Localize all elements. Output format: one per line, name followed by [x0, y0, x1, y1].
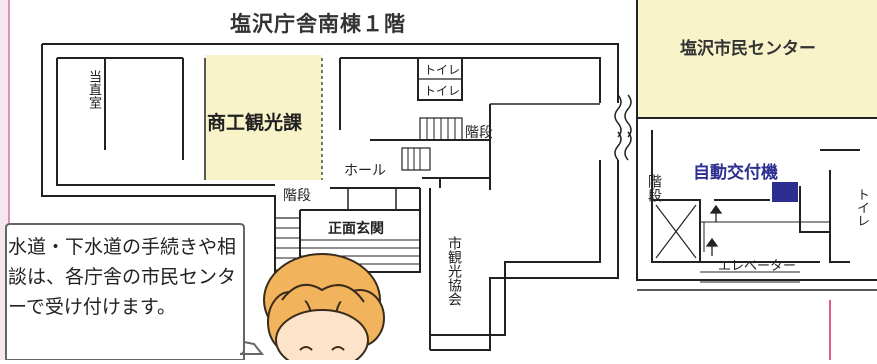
main-entrance-label: 正面玄関: [328, 221, 384, 237]
hall-label: ホール: [344, 163, 386, 179]
elevator-label: エレベーター: [718, 259, 797, 274]
floor-title: 塩沢庁舎南棟１階: [230, 12, 406, 36]
speech-bubble-shape: [5, 223, 265, 361]
elevator-arrows: [705, 204, 723, 256]
left-band: [0, 0, 9, 360]
stairs-1-label: 階段: [465, 125, 493, 141]
auto-kiosk-label: 自動交付機: [693, 163, 778, 183]
commerce-tourism-label: 商工観光課: [207, 112, 303, 134]
woman-illustration: [263, 253, 385, 364]
toilet-2-label: トイレ: [424, 84, 461, 98]
shiozawa-center-label: 塩沢市民センター: [680, 39, 816, 59]
break-marks: [614, 94, 632, 161]
toilet-1-label: トイレ: [424, 63, 461, 77]
auto-kiosk-marker: [772, 182, 798, 202]
stairs-3-label: 階段: [646, 174, 662, 202]
commerce-tourism-room: [205, 55, 322, 180]
stairs-2-label: 階段: [283, 188, 311, 204]
toilet-3-label: トイレ: [854, 188, 869, 227]
speech-bubble-text: 水道・下水道の手続きや相談は、各庁舎の市民センターで受け付けます。: [8, 236, 237, 318]
tourism-association-label: 市観光協会: [446, 236, 462, 306]
duty-room-label: 当直室: [86, 70, 101, 109]
shiozawa-center-room: [637, 0, 877, 118]
